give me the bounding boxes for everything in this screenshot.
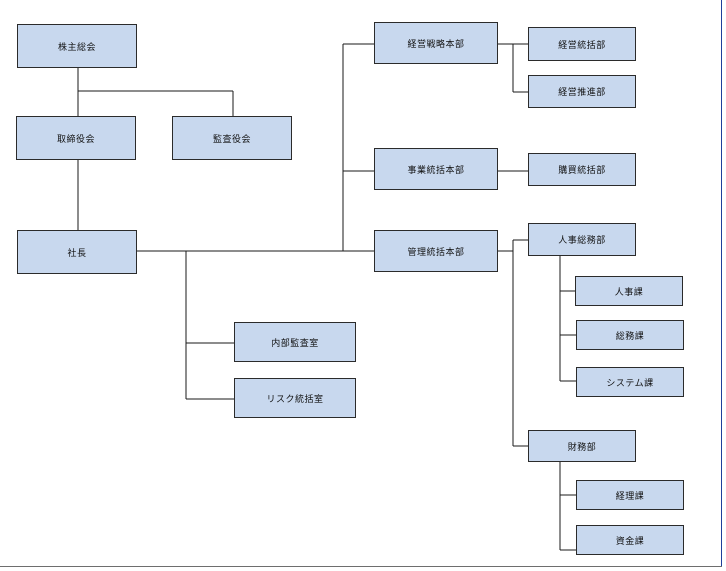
node-risk-management-office[interactable]: リスク統括室	[234, 378, 356, 418]
page-bottom-border	[0, 566, 722, 567]
page-right-border	[721, 0, 722, 567]
node-finance-dept[interactable]: 財務部	[528, 430, 636, 462]
node-internal-audit-office[interactable]: 内部監査室	[234, 322, 356, 362]
node-accounting-section[interactable]: 経理課	[576, 480, 684, 510]
node-procurement-dept[interactable]: 購買統括部	[528, 153, 636, 186]
node-hr-general-affairs-dept[interactable]: 人事総務部	[528, 223, 636, 256]
node-business-hq[interactable]: 事業統括本部	[374, 148, 498, 190]
node-board-of-directors[interactable]: 取締役会	[16, 116, 136, 160]
node-management-control-dept[interactable]: 経営統括部	[528, 27, 636, 61]
node-funds-section[interactable]: 資金課	[576, 525, 684, 555]
node-board-of-auditors[interactable]: 監査役会	[172, 116, 292, 160]
node-management-promotion-dept[interactable]: 経営推進部	[528, 75, 636, 108]
node-general-affairs-section[interactable]: 総務課	[576, 320, 684, 350]
node-admin-hq[interactable]: 管理統括本部	[374, 230, 498, 272]
node-president[interactable]: 社長	[17, 230, 137, 274]
node-personnel-section[interactable]: 人事課	[575, 276, 683, 306]
node-shareholders-meeting[interactable]: 株主総会	[17, 24, 137, 68]
node-strategy-hq[interactable]: 経営戦略本部	[374, 22, 498, 64]
node-systems-section[interactable]: システム課	[576, 367, 684, 397]
